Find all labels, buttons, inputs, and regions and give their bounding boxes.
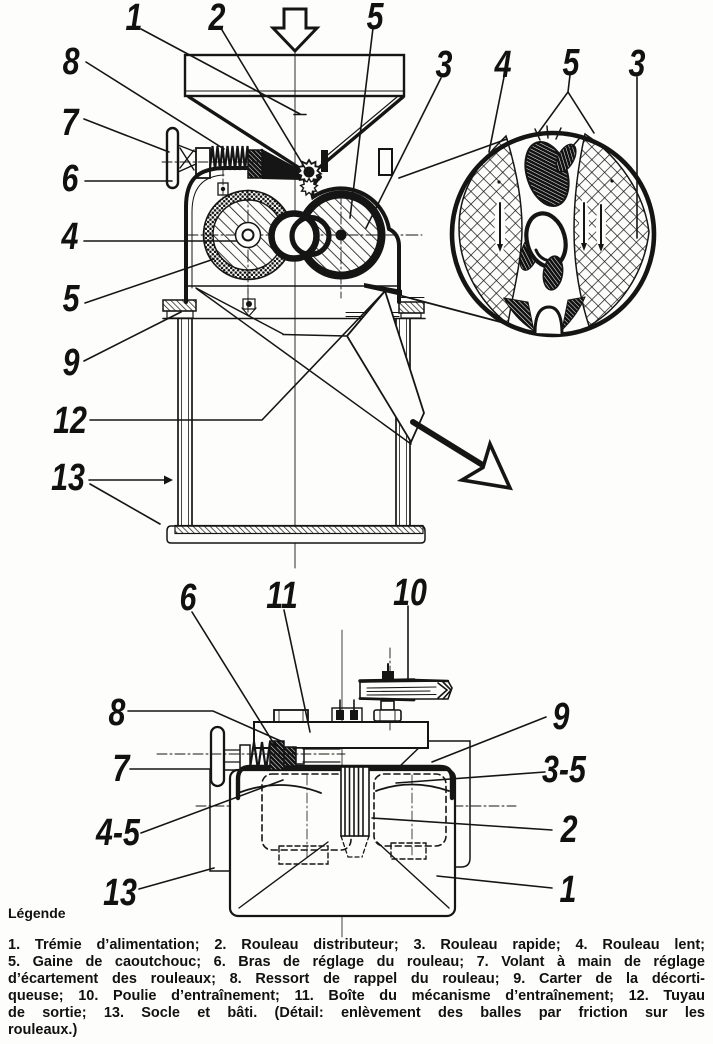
svg-text:11: 11 [266, 575, 298, 617]
svg-text:7: 7 [113, 748, 132, 790]
svg-text:4: 4 [494, 44, 512, 86]
svg-text:13: 13 [103, 872, 137, 914]
svg-text:3: 3 [436, 44, 453, 86]
svg-text:4-5: 4-5 [95, 812, 141, 854]
svg-text:6: 6 [62, 158, 80, 200]
svg-text:7: 7 [62, 102, 81, 144]
svg-text:12: 12 [53, 400, 87, 442]
svg-text:2: 2 [560, 809, 578, 851]
svg-text:9: 9 [553, 696, 570, 738]
svg-text:10: 10 [393, 572, 427, 614]
svg-text:5: 5 [367, 0, 385, 38]
svg-text:5: 5 [63, 278, 81, 320]
svg-text:8: 8 [109, 692, 127, 734]
svg-text:1: 1 [560, 869, 577, 911]
svg-text:5: 5 [563, 42, 581, 84]
svg-text:1: 1 [126, 0, 143, 39]
svg-text:9: 9 [63, 342, 80, 384]
svg-text:13: 13 [51, 457, 85, 499]
svg-text:6: 6 [180, 577, 198, 619]
svg-text:3-5: 3-5 [542, 749, 587, 791]
svg-text:8: 8 [63, 41, 81, 83]
svg-text:4: 4 [61, 216, 79, 258]
svg-text:3: 3 [629, 43, 646, 85]
svg-text:2: 2 [208, 0, 226, 39]
